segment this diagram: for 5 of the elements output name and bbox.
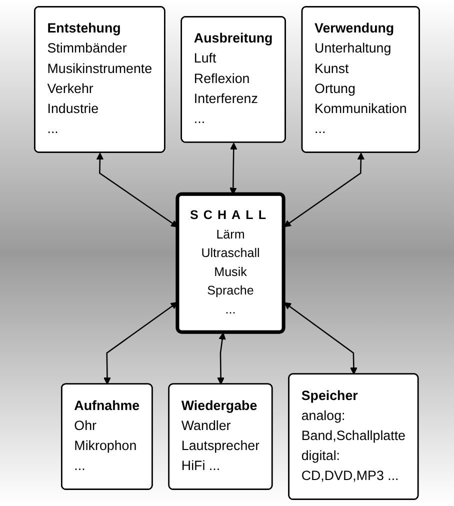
arrow (217, 332, 226, 385)
arrow (229, 142, 238, 195)
arrow (104, 302, 178, 385)
arrow (284, 302, 358, 375)
arrow (284, 152, 365, 228)
